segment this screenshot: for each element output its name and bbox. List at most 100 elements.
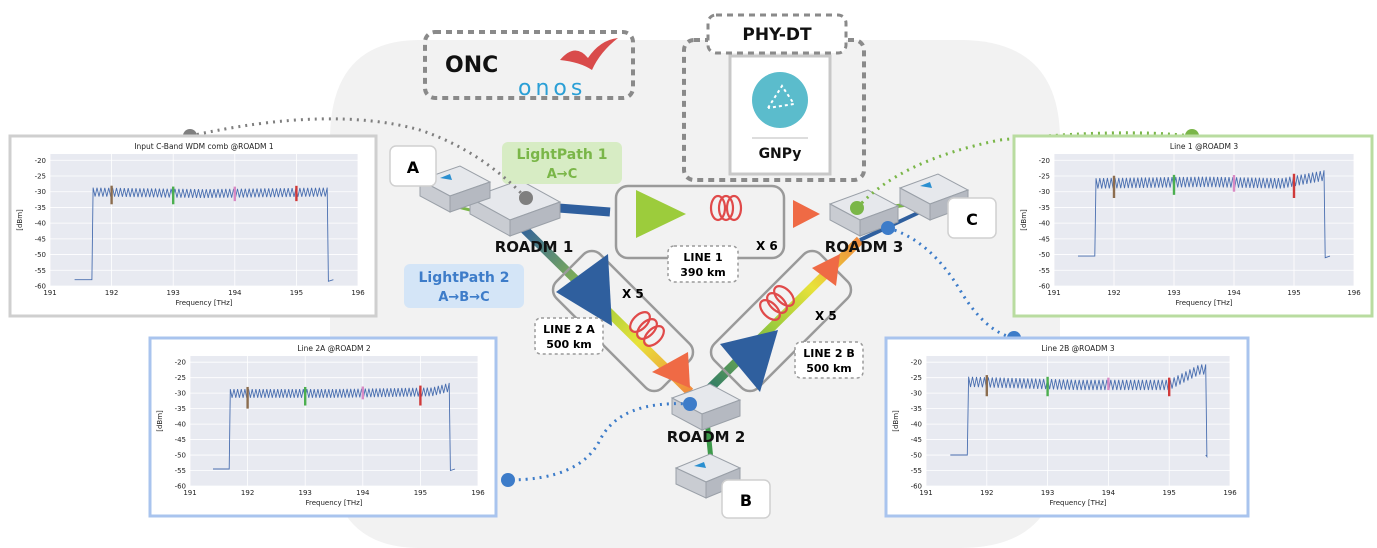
y-tick-label: -60 — [35, 283, 46, 291]
roadm2-label: ROADM 2 — [667, 428, 746, 446]
x-tick-label: 193 — [299, 489, 312, 497]
x-tick-label: 191 — [43, 289, 56, 297]
line1-name: LINE 1 — [683, 251, 722, 264]
y-tick-label: -40 — [175, 421, 186, 429]
roadm3-tap-dot-green — [850, 201, 864, 215]
y-tick-label: -35 — [911, 405, 922, 413]
lightpath1-badge: LightPath 1 A→C — [502, 142, 622, 184]
x-tick-label: 192 — [105, 289, 118, 297]
x-tick-label: 195 — [1163, 489, 1176, 497]
y-tick-label: -55 — [911, 467, 922, 475]
channel-marker — [110, 185, 113, 205]
line1-label: LINE 1 390 km — [667, 245, 739, 283]
y-tick-label: -60 — [1039, 283, 1050, 291]
channel-marker — [233, 186, 236, 202]
line2a-spans: X 5 — [622, 287, 644, 301]
y-tick-label: -30 — [35, 188, 46, 196]
onos-logo-text: onos — [518, 76, 586, 101]
x-tick-label: 191 — [919, 489, 932, 497]
channel-marker — [246, 386, 249, 409]
x-axis-label: Frequency [THz] — [175, 299, 232, 307]
channel-marker — [1168, 377, 1171, 397]
x-tick-label: 193 — [1041, 489, 1054, 497]
line1-length: 390 km — [680, 266, 726, 279]
plot-area — [50, 154, 358, 286]
lightpath1-title: LightPath 1 — [516, 147, 607, 163]
roadm1-device — [468, 179, 562, 237]
lightpath1-route: A→C — [547, 167, 578, 182]
y-tick-label: -30 — [1039, 188, 1050, 196]
node-c-device — [898, 173, 970, 221]
y-tick-label: -20 — [1039, 157, 1050, 165]
line2b-preamp-amplifier — [812, 254, 840, 286]
y-tick-label: -25 — [175, 374, 186, 382]
phy-dt-title: PHY-DT — [742, 25, 812, 45]
x-axis-label: Frequency [THz] — [305, 499, 362, 507]
plot-title: Line 1 @ROADM 3 — [1170, 142, 1238, 151]
x-tick-label: 193 — [167, 289, 180, 297]
channel-marker — [295, 185, 298, 202]
node-a-label: A — [407, 158, 420, 177]
node-b-label: B — [740, 491, 752, 510]
line1-preamp-amplifier — [793, 200, 820, 228]
connector-line2a-plot — [507, 402, 691, 482]
line2b-spans: X 5 — [815, 309, 837, 323]
spectrum-trace — [1078, 170, 1331, 259]
channel-marker — [172, 186, 175, 205]
x-tick-label: 196 — [351, 289, 365, 297]
y-tick-label: -30 — [911, 390, 922, 398]
x-tick-label: 195 — [1287, 289, 1300, 297]
plot-title: Line 2A @ROADM 2 — [297, 344, 371, 353]
x-tick-label: 196 — [1347, 289, 1361, 297]
channel-marker — [1292, 173, 1296, 198]
x-tick-label: 196 — [471, 489, 485, 497]
y-tick-label: -25 — [35, 173, 46, 181]
line2a-length: 500 km — [546, 338, 592, 351]
node-a-device — [418, 165, 492, 213]
channel-marker — [1107, 377, 1110, 391]
lightpath2-title: LightPath 2 — [418, 270, 509, 286]
y-tick-label: -35 — [175, 405, 186, 413]
y-tick-label: -30 — [175, 390, 186, 398]
connector-line1-plot — [855, 131, 1193, 210]
gnpy-label: GNPy — [759, 146, 802, 162]
input-spectrum-plot: Input C-Band WDM comb @ROADM 1 191 192 193 1… — [8, 134, 378, 318]
y-tick-label: -20 — [35, 157, 46, 165]
x-tick-label: 193 — [1167, 289, 1180, 297]
line2a-preamp-amplifier — [652, 352, 690, 388]
line2b-label: LINE 2 B 500 km — [794, 341, 864, 379]
y-tick-label: -60 — [911, 483, 922, 491]
roadm3-device — [828, 189, 900, 237]
y-axis-label: [dBm] — [16, 209, 24, 231]
plot-area — [190, 356, 478, 486]
line2a-coil-icon — [629, 311, 665, 347]
channel-marker — [419, 385, 422, 406]
y-tick-label: -40 — [1039, 220, 1050, 228]
y-tick-label: -50 — [175, 452, 186, 460]
y-tick-label: -25 — [911, 374, 922, 382]
x-tick-label: 192 — [980, 489, 993, 497]
y-tick-label: -40 — [911, 421, 922, 429]
y-tick-label: -20 — [911, 359, 922, 367]
y-tick-label: -50 — [35, 251, 46, 259]
plot-title: Input C-Band WDM comb @ROADM 1 — [134, 142, 274, 151]
roadm3-label: ROADM 3 — [825, 238, 904, 256]
y-tick-label: -35 — [35, 204, 46, 212]
channel-marker — [1172, 174, 1176, 195]
line2b-length: 500 km — [806, 362, 852, 375]
gnpy-graph-icon — [767, 84, 796, 109]
onc-label: ONC — [445, 53, 498, 78]
roadm2-tap-dot — [683, 397, 697, 411]
spectrum-trace — [74, 187, 334, 282]
line2b-name: LINE 2 B — [803, 347, 855, 360]
line1-booster-amplifier — [636, 190, 686, 238]
x-tick-label: 191 — [1047, 289, 1060, 297]
y-tick-label: -50 — [911, 452, 922, 460]
x-tick-label: 194 — [228, 289, 242, 297]
onos-bird-icon — [560, 38, 618, 70]
lightpath2-route: A→B→C — [438, 290, 489, 305]
roadm3-tap-dot-blue — [881, 221, 895, 235]
